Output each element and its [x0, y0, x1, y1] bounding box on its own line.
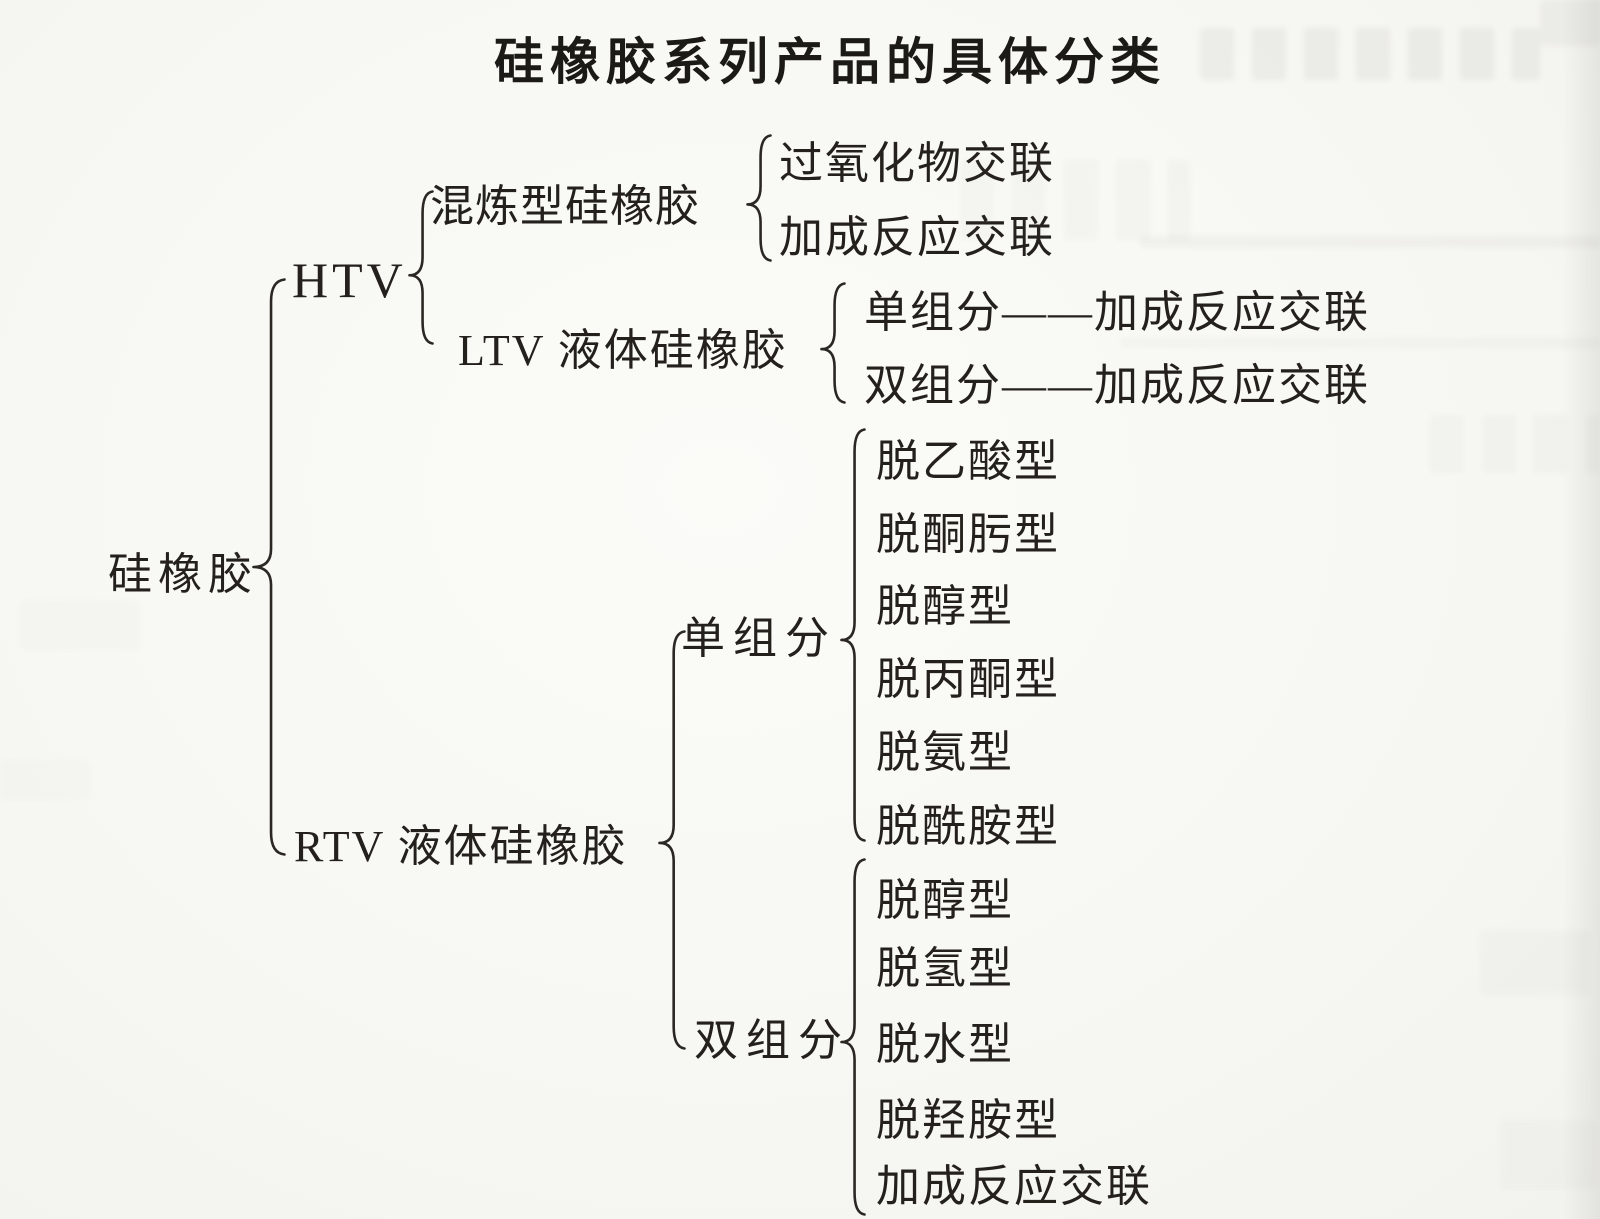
leaf-single-item: 脱乙酸型: [876, 437, 1060, 486]
diagram-title: 硅橡胶系列产品的具体分类: [494, 34, 1166, 90]
brace-double: [840, 858, 866, 1216]
brace-mixing: [746, 134, 772, 262]
leaf-single-item: 脱丙酮型: [876, 655, 1060, 704]
leaf-ltv-item: 单组分——加成反应交联: [864, 288, 1370, 337]
brace-rtv: [658, 630, 686, 1050]
scan-artifact: [0, 760, 90, 800]
leaf-mixing-item: 过氧化物交联: [779, 139, 1055, 188]
brace-root: [252, 278, 286, 856]
scan-artifact: [1200, 28, 1540, 80]
leaf-double-item: 脱氢型: [876, 944, 1014, 993]
leaf-mixing-item: 加成反应交联: [779, 213, 1055, 262]
brace-ltv: [820, 282, 846, 404]
node-ltv: LTV 液体硅橡胶: [458, 326, 788, 375]
node-double-component: 双组分: [694, 1016, 850, 1065]
brace-single: [840, 428, 866, 842]
scan-artifact: [1480, 930, 1590, 996]
scan-artifact: [1540, 0, 1600, 46]
scan-artifact: [20, 600, 140, 650]
leaf-single-item: 脱酰胺型: [876, 802, 1060, 851]
brace-htv: [408, 190, 434, 345]
leaf-ltv-item: 双组分——加成反应交联: [864, 361, 1370, 410]
node-root: 硅橡胶: [108, 550, 258, 599]
leaf-double-item: 脱醇型: [876, 876, 1014, 925]
scan-artifact: [1120, 338, 1600, 348]
leaf-double-item: 加成反应交联: [876, 1162, 1152, 1211]
leaf-single-item: 脱醇型: [876, 582, 1014, 631]
leaf-single-item: 脱酮肟型: [876, 510, 1060, 559]
scan-artifact: [1500, 1120, 1596, 1190]
node-htv: HTV: [292, 252, 407, 308]
leaf-single-item: 脱氨型: [876, 728, 1014, 777]
scan-edge-shadow: [1562, 0, 1600, 1219]
scan-artifact: [1140, 236, 1600, 248]
node-single-component: 单组分: [681, 614, 837, 663]
node-rtv: RTV 液体硅橡胶: [294, 822, 628, 871]
scan-artifact: [1430, 415, 1600, 473]
leaf-double-item: 脱水型: [876, 1020, 1014, 1069]
leaf-double-item: 脱羟胺型: [876, 1096, 1060, 1145]
node-mixing: 混炼型硅橡胶: [430, 182, 700, 231]
